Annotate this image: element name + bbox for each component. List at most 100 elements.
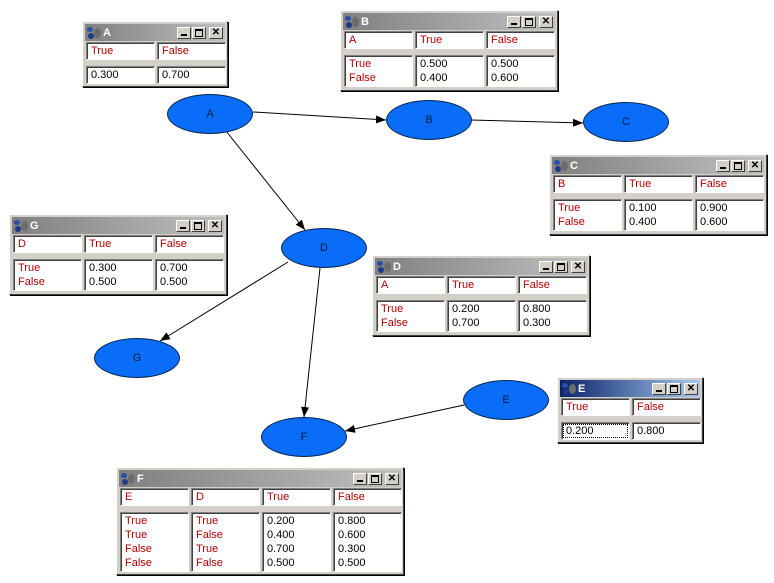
maximize-button[interactable] bbox=[731, 159, 745, 172]
cpt-b-false-column[interactable]: 0.500 0.600 bbox=[486, 55, 555, 87]
maximize-button[interactable] bbox=[192, 26, 206, 39]
cpt-a-value-true[interactable]: 0.300 bbox=[86, 66, 155, 84]
node-c[interactable]: C bbox=[583, 102, 669, 142]
cpt-c-false-column[interactable]: 0.900 0.600 bbox=[695, 199, 764, 231]
cpt-e-value-true[interactable]: 0.200 bbox=[561, 422, 630, 440]
close-button[interactable]: ✕ bbox=[209, 26, 223, 39]
node-a-label: A bbox=[206, 108, 214, 120]
minimize-button[interactable] bbox=[353, 472, 367, 485]
cpt-b-titlebar[interactable]: B ✕ bbox=[343, 13, 555, 30]
cpt-b-true-column[interactable]: 0.500 0.400 bbox=[415, 55, 484, 87]
cpt-c-true-column[interactable]: 0.100 0.400 bbox=[624, 199, 693, 231]
cpt-a-title: A bbox=[103, 26, 111, 39]
cpt-f-parent-e-states: True True False False bbox=[120, 512, 189, 572]
cpt-d-titlebar[interactable]: D ✕ bbox=[375, 258, 587, 275]
maximize-button[interactable] bbox=[522, 15, 536, 28]
minimize-button[interactable] bbox=[652, 382, 666, 395]
minimize-button[interactable] bbox=[507, 15, 521, 28]
cpt-f-true-column[interactable]: 0.200 0.400 0.700 0.500 bbox=[262, 512, 331, 572]
cpt-b-header-true: True bbox=[415, 31, 484, 49]
node-c-label: C bbox=[622, 116, 630, 128]
minimize-button[interactable] bbox=[716, 159, 730, 172]
edge-b-c bbox=[470, 118, 584, 127]
cpt-e-titlebar[interactable]: E ✕ bbox=[560, 380, 700, 397]
minimize-button[interactable] bbox=[176, 219, 190, 232]
node-e[interactable]: E bbox=[463, 380, 549, 420]
node-f-label: F bbox=[300, 431, 308, 443]
cpt-c-titlebar[interactable]: C ✕ bbox=[552, 157, 764, 174]
cpt-f-parent-d-states: True False True False bbox=[191, 512, 260, 572]
cpt-a-titlebar[interactable]: A ✕ bbox=[85, 24, 225, 41]
cpt-c-title: C bbox=[570, 159, 578, 172]
close-button[interactable]: ✕ bbox=[684, 382, 698, 395]
network-icon bbox=[561, 382, 577, 396]
cpt-window-d[interactable]: D ✕ A True False True False 0.200 0.700 … bbox=[372, 255, 590, 336]
node-e-label: E bbox=[502, 394, 510, 406]
cpt-e-header-true: True bbox=[561, 398, 630, 416]
node-b[interactable]: B bbox=[386, 100, 472, 140]
close-button[interactable]: ✕ bbox=[208, 219, 222, 232]
cpt-f-header-parent-e: E bbox=[120, 488, 189, 506]
cpt-g-true-column[interactable]: 0.300 0.500 bbox=[84, 259, 153, 291]
cpt-window-g[interactable]: G ✕ D True False True False 0.300 0.500 … bbox=[9, 214, 227, 295]
node-b-label: B bbox=[425, 114, 433, 126]
cpt-c-parent-states: True False bbox=[553, 199, 622, 231]
network-icon bbox=[344, 15, 360, 29]
node-a[interactable]: A bbox=[167, 94, 253, 134]
close-button[interactable]: ✕ bbox=[385, 472, 399, 485]
cpt-c-header-parent: B bbox=[553, 175, 622, 193]
cpt-window-a[interactable]: A ✕ True False 0.300 0.700 bbox=[82, 21, 228, 87]
cpt-f-header-parent-d: D bbox=[191, 488, 260, 506]
cpt-d-title: D bbox=[393, 260, 401, 273]
maximize-button[interactable] bbox=[191, 219, 205, 232]
cpt-window-e[interactable]: E ✕ True False 0.200 0.800 bbox=[557, 377, 703, 443]
minimize-button[interactable] bbox=[177, 26, 191, 39]
cpt-f-false-column[interactable]: 0.800 0.600 0.300 0.500 bbox=[333, 512, 402, 572]
edge-e-f bbox=[344, 404, 465, 433]
cpt-d-header-true: True bbox=[447, 276, 516, 294]
cpt-window-b[interactable]: B ✕ A True False True False 0.500 0.400 … bbox=[340, 10, 558, 91]
network-icon bbox=[13, 219, 29, 233]
maximize-button[interactable] bbox=[554, 260, 568, 273]
cpt-f-title: F bbox=[137, 472, 144, 485]
cpt-d-false-column[interactable]: 0.800 0.300 bbox=[518, 300, 587, 332]
cpt-f-header-true: True bbox=[262, 488, 331, 506]
cpt-b-parent-states: True False bbox=[344, 55, 413, 87]
node-f[interactable]: F bbox=[261, 417, 347, 457]
cpt-e-title: E bbox=[578, 382, 586, 395]
cpt-d-header-parent: A bbox=[376, 276, 445, 294]
node-d[interactable]: D bbox=[281, 228, 367, 268]
cpt-g-header-parent: D bbox=[13, 235, 82, 253]
cpt-g-titlebar[interactable]: G ✕ bbox=[12, 217, 224, 234]
cpt-window-f[interactable]: F ✕ E D True False True True False False… bbox=[116, 467, 404, 575]
node-g-label: G bbox=[132, 352, 142, 364]
close-button[interactable]: ✕ bbox=[539, 15, 553, 28]
cpt-window-c[interactable]: C ✕ B True False True False 0.100 0.400 … bbox=[549, 154, 767, 235]
cpt-c-header-true: True bbox=[624, 175, 693, 193]
cpt-f-titlebar[interactable]: F ✕ bbox=[119, 470, 401, 487]
cpt-b-title: B bbox=[361, 15, 369, 28]
cpt-b-header-parent: A bbox=[344, 31, 413, 49]
cpt-g-false-column[interactable]: 0.700 0.500 bbox=[155, 259, 224, 291]
network-icon bbox=[86, 26, 102, 40]
close-button[interactable]: ✕ bbox=[571, 260, 585, 273]
edge-a-b bbox=[252, 111, 387, 124]
cpt-g-title: G bbox=[30, 219, 39, 232]
close-button[interactable]: ✕ bbox=[748, 159, 762, 172]
cpt-a-value-false[interactable]: 0.700 bbox=[157, 66, 226, 84]
network-icon bbox=[553, 159, 569, 173]
edge-a-d bbox=[225, 130, 306, 231]
cpt-e-header-false: False bbox=[632, 398, 701, 416]
maximize-button[interactable] bbox=[368, 472, 382, 485]
cpt-b-header-false: False bbox=[486, 31, 555, 49]
node-d-label: D bbox=[320, 242, 328, 254]
cpt-g-header-false: False bbox=[155, 235, 224, 253]
node-g[interactable]: G bbox=[94, 338, 180, 378]
cpt-e-value-false[interactable]: 0.800 bbox=[632, 422, 701, 440]
network-icon bbox=[120, 472, 136, 486]
maximize-button[interactable] bbox=[667, 382, 681, 395]
cpt-d-true-column[interactable]: 0.200 0.700 bbox=[447, 300, 516, 332]
minimize-button[interactable] bbox=[539, 260, 553, 273]
cpt-a-header-true: True bbox=[86, 42, 155, 60]
